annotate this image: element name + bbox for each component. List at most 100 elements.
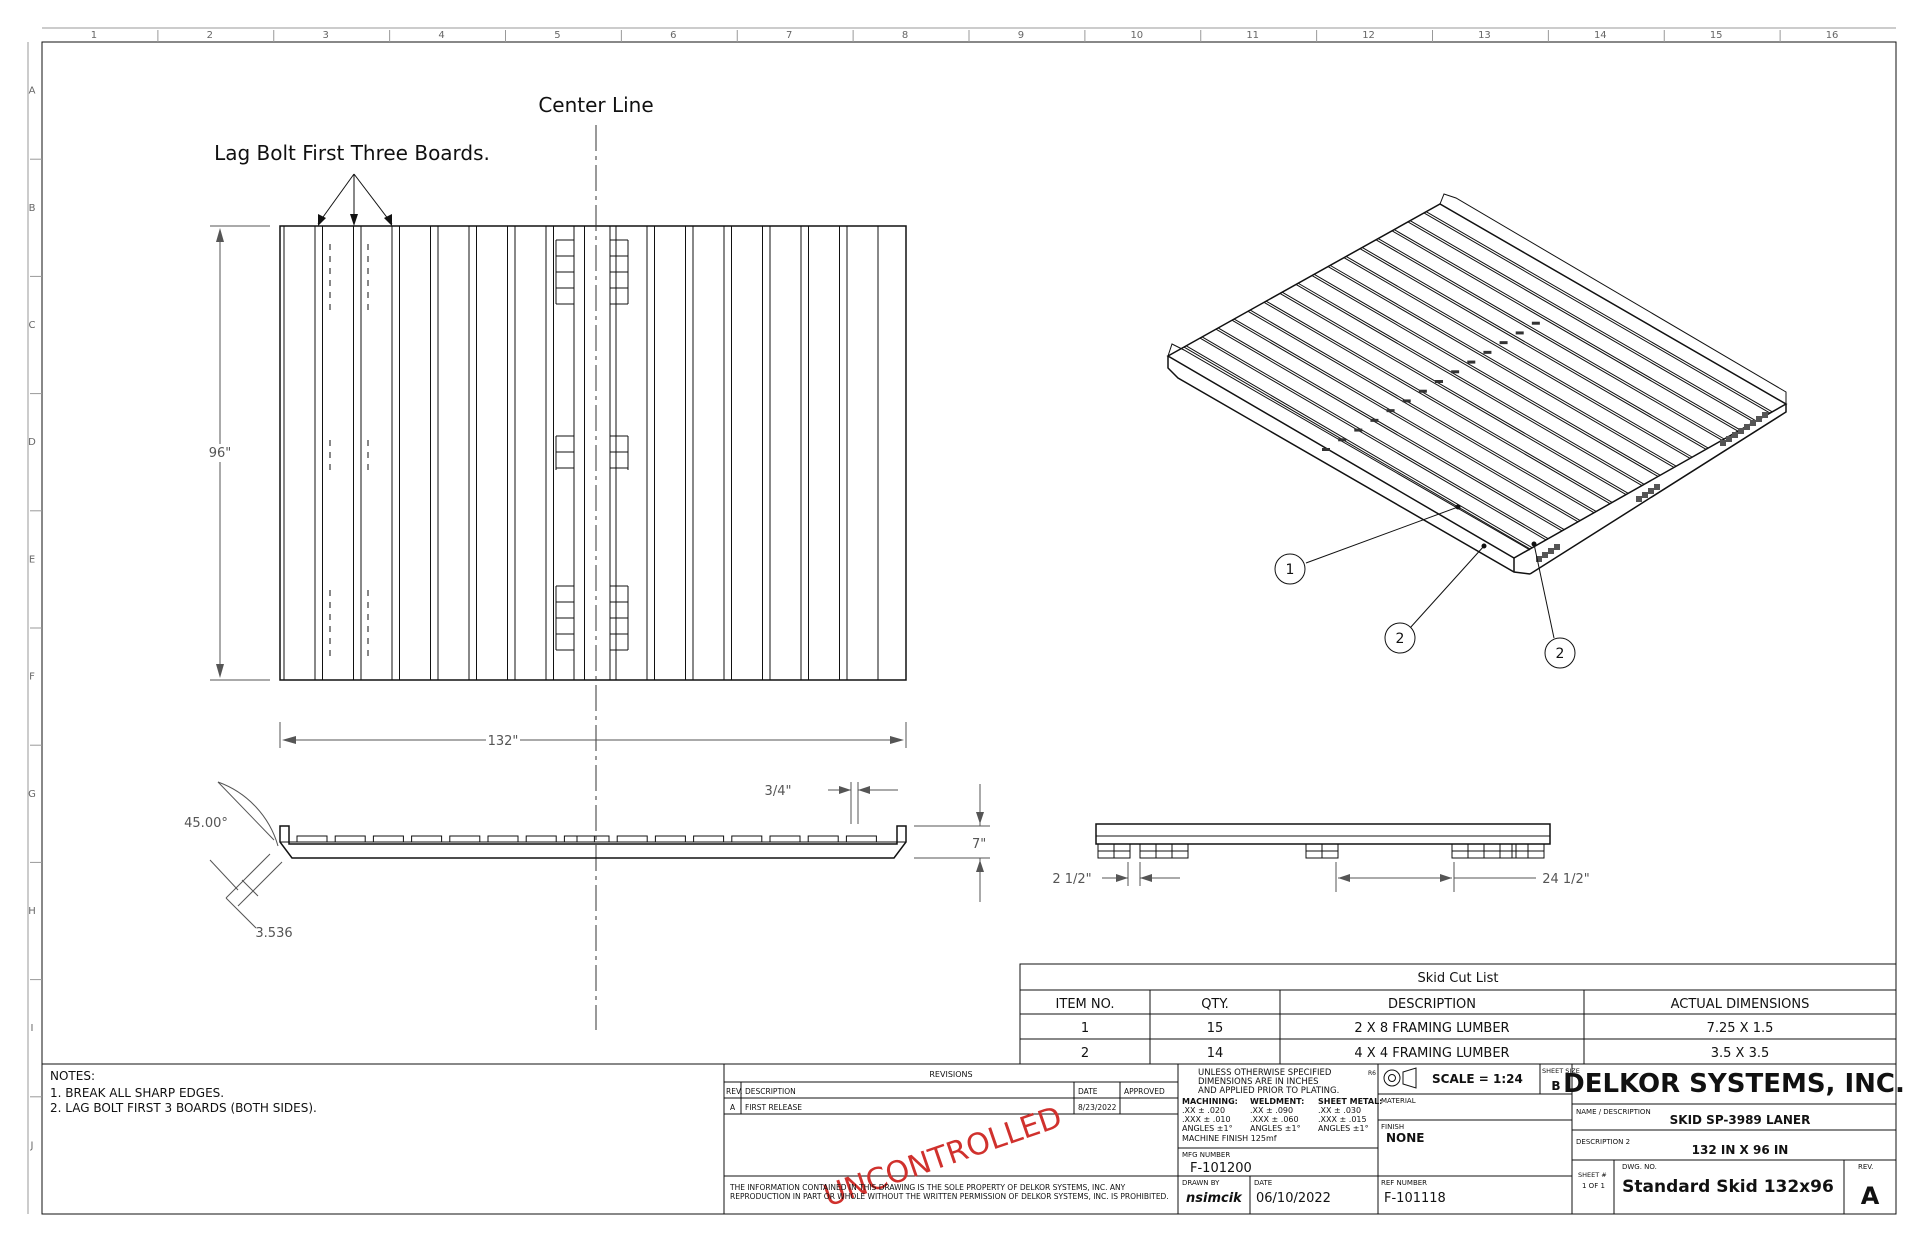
column-label: 6: [670, 30, 676, 41]
revisions-title: REVISIONS: [929, 1070, 972, 1079]
front-board: [449, 835, 481, 843]
cut-list-header-item: ITEM NO.: [1056, 997, 1115, 1012]
iso-board-edge: [1215, 328, 1563, 532]
deck-board: [360, 225, 393, 681]
svg-text:15: 15: [1207, 1021, 1224, 1036]
rev-header: REV.: [726, 1087, 743, 1096]
column-label: 5: [554, 30, 560, 41]
row-label: B: [29, 203, 36, 214]
ref-number-label: REF NUMBER: [1381, 1179, 1427, 1187]
tolerance-header-3: AND APPLIED PRIOR TO PLATING.: [1198, 1086, 1339, 1096]
chamfer-dim-text: 3.536: [255, 926, 292, 941]
svg-text:2: 2: [1081, 1046, 1089, 1061]
note-2: 2. LAG BOLT FIRST 3 BOARDS (BOTH SIDES).: [50, 1101, 317, 1115]
front-board: [334, 835, 366, 843]
weldment-tol-3: ANGLES ±1°: [1250, 1124, 1301, 1133]
table-row: 1 15 2 X 8 FRAMING LUMBER 7.25 X 1.5: [1081, 1021, 1774, 1036]
front-board: [487, 835, 519, 843]
height-dim-text: 96": [209, 446, 232, 461]
iso-block: [1354, 428, 1363, 432]
iso-block: [1531, 321, 1540, 325]
row-label: C: [29, 320, 36, 331]
sheetmetal-tol-1: .XX ± .030: [1318, 1106, 1361, 1115]
column-label: 1: [91, 30, 97, 41]
sheetmetal-tol-2: .XXX ± .015: [1318, 1115, 1367, 1124]
iso-block: [1386, 409, 1395, 413]
deck-board: [615, 225, 648, 681]
svg-text:8/23/2022: 8/23/2022: [1078, 1103, 1117, 1112]
material-label: MATERIAL: [1381, 1097, 1416, 1105]
iso-board-edge: [1409, 220, 1757, 422]
notes-title: NOTES:: [50, 1069, 95, 1083]
weldment-tol-1: .XX ± .090: [1250, 1106, 1293, 1115]
iso-board-edge: [1423, 212, 1771, 414]
front-board: [525, 835, 557, 843]
column-label: 10: [1130, 30, 1143, 41]
iso-block: [1636, 496, 1642, 502]
iso-board-edge: [1233, 318, 1581, 521]
svg-text:2: 2: [1396, 631, 1405, 647]
svg-text:14: 14: [1207, 1046, 1224, 1061]
sheetmetal-tol-3: ANGLES ±1°: [1318, 1124, 1369, 1133]
iso-block: [1499, 341, 1508, 345]
front-board: [411, 835, 443, 843]
date-value: 06/10/2022: [1256, 1191, 1331, 1206]
name-label: NAME / DESCRIPTION: [1576, 1108, 1651, 1116]
iso-block: [1515, 331, 1524, 335]
cut-list-title: Skid Cut List: [1417, 971, 1498, 986]
height-dimension: 96": [206, 225, 270, 681]
column-label: 14: [1594, 30, 1607, 41]
iso-board-edge: [1393, 229, 1741, 431]
iso-board-edge: [1329, 264, 1677, 467]
column-label: 11: [1246, 30, 1259, 41]
deck-board: [808, 225, 840, 681]
finish-value: NONE: [1386, 1131, 1424, 1145]
center-line-label: Center Line: [538, 93, 653, 117]
deck-board: [322, 225, 354, 681]
column-label: 4: [438, 30, 444, 41]
iso-block: [1338, 438, 1347, 442]
iso-deck: [1166, 203, 1788, 559]
iso-board-edge: [1377, 238, 1725, 440]
column-label: 13: [1478, 30, 1491, 41]
title-block: UNLESS OTHERWISE SPECIFIED DIMENSIONS AR…: [1177, 1063, 1905, 1215]
balloon-2-left: 2: [1384, 543, 1487, 654]
deck-board: [692, 225, 725, 681]
date-label: DATE: [1254, 1179, 1272, 1187]
iso-block: [1756, 416, 1762, 422]
cut-list-header-dimensions: ACTUAL DIMENSIONS: [1671, 997, 1810, 1012]
front-board: [372, 835, 404, 843]
cut-list-table: Skid Cut List ITEM NO. QTY. DESCRIPTION …: [1019, 963, 1897, 1065]
iso-board-edge: [1279, 292, 1627, 496]
iso-board-edge: [1183, 346, 1531, 550]
date-header: DATE: [1078, 1087, 1098, 1096]
iso-board-edge: [1199, 337, 1547, 541]
iso-board-edge: [1185, 345, 1533, 549]
width-dim-text: 132": [488, 734, 519, 749]
part-name: SKID SP-3989 LANER: [1670, 1113, 1811, 1127]
iso-block: [1542, 552, 1548, 558]
svg-text:FIRST RELEASE: FIRST RELEASE: [745, 1103, 802, 1112]
iso-block: [1642, 492, 1648, 498]
block-width-dim-text: 2 1/2": [1052, 872, 1091, 887]
svg-text:2: 2: [1556, 646, 1565, 662]
disclaimer-line-2: REPRODUCTION IN PART OR WHOLE WITHOUT TH…: [730, 1192, 1169, 1201]
front-board: [693, 835, 725, 843]
front-board: [563, 835, 595, 843]
balloon-1: 1: [1274, 504, 1461, 585]
deck-board: [283, 225, 316, 681]
iso-block: [1750, 420, 1756, 426]
description-2-value: 132 IN X 96 IN: [1692, 1143, 1789, 1157]
cut-list-header-description: DESCRIPTION: [1388, 997, 1476, 1012]
deck-board: [573, 225, 611, 681]
iso-block: [1322, 448, 1330, 451]
iso-board-edge: [1263, 301, 1611, 505]
iso-board-edge: [1391, 230, 1739, 432]
iso-block: [1720, 440, 1726, 446]
svg-text:7.25 X 1.5: 7.25 X 1.5: [1707, 1021, 1774, 1036]
iso-board-edge: [1343, 257, 1691, 459]
r6-label: R6: [1368, 1070, 1376, 1077]
deck-board: [654, 225, 686, 681]
rev-value: A: [1861, 1182, 1880, 1210]
